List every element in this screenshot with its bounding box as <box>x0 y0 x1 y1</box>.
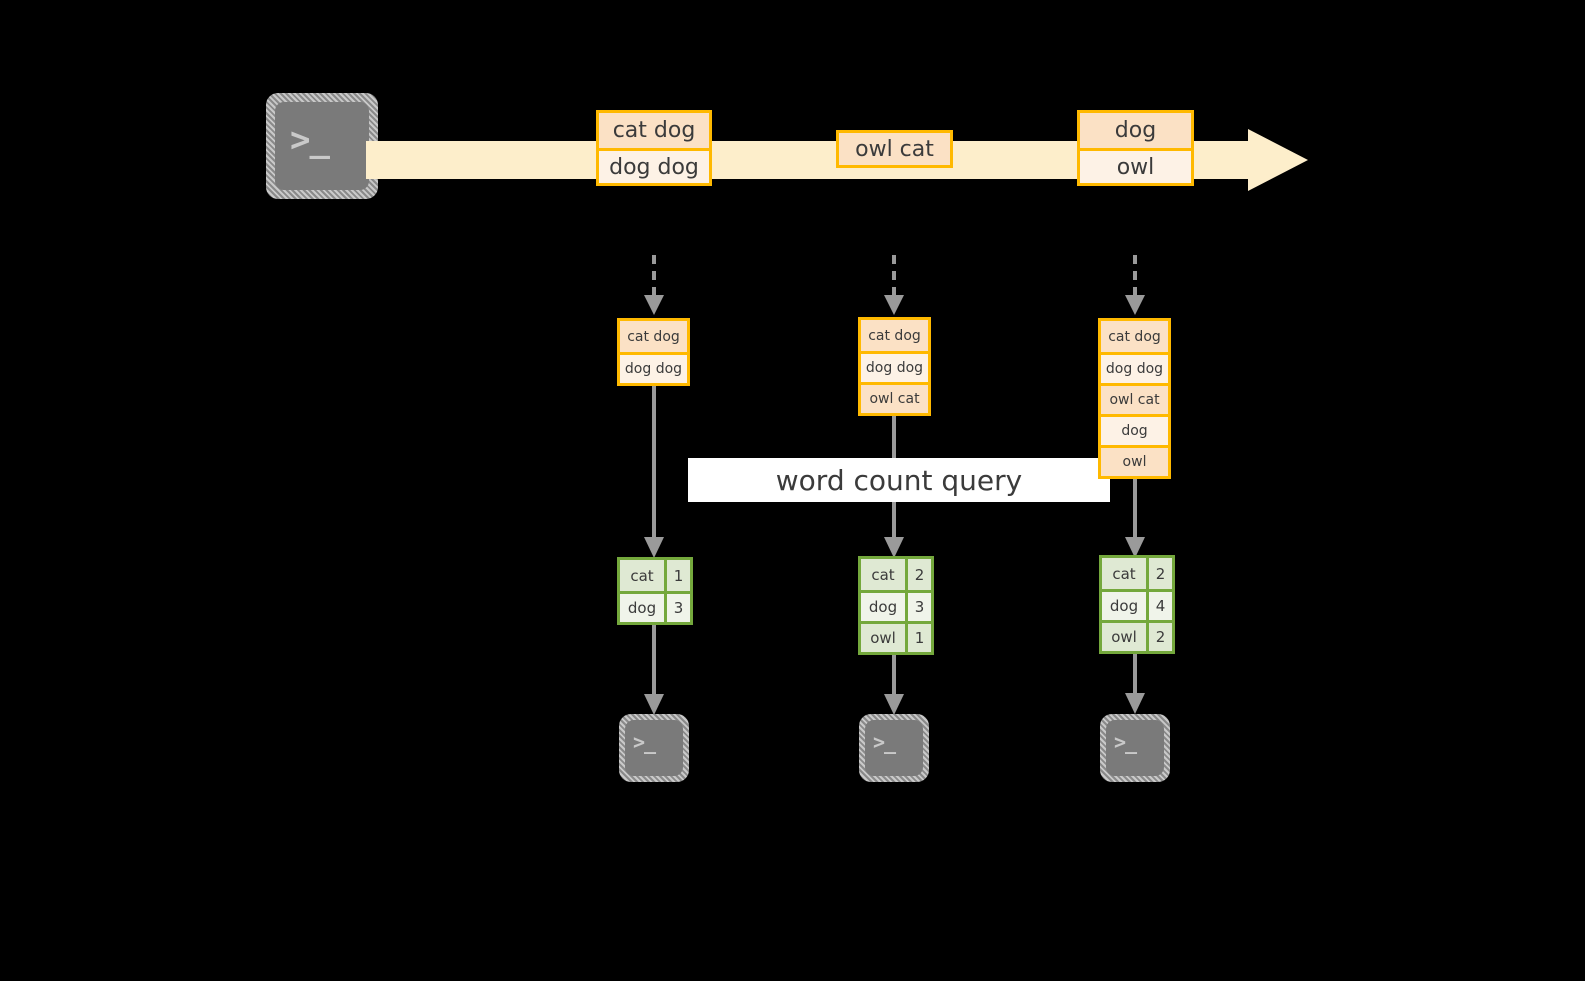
snapshot-row: owl <box>1101 445 1168 476</box>
stream-group-3: dog owl <box>1077 110 1194 186</box>
snapshot-3-table: cat dog dog dog owl cat dog owl <box>1098 318 1171 479</box>
result-word: cat <box>861 559 905 590</box>
connector-snapshot-1-to-result-1 <box>640 385 668 560</box>
result-count: 2 <box>1146 623 1172 651</box>
result-1-table: cat 1 dog 3 <box>617 557 693 625</box>
stream-record: owl cat <box>839 133 950 165</box>
source-terminal-icon: >_ <box>266 93 378 199</box>
table-row: dog 3 <box>861 590 931 621</box>
table-row: owl 2 <box>1102 620 1172 651</box>
stream-group-1: cat dog dog dog <box>596 110 712 186</box>
terminal-prompt-glyph: >_ <box>290 120 330 160</box>
snapshot-row: owl cat <box>1101 383 1168 414</box>
table-row: cat 1 <box>620 560 690 591</box>
result-count: 1 <box>905 624 931 652</box>
result-word: dog <box>1102 592 1146 620</box>
terminal-face <box>1106 720 1164 776</box>
terminal-prompt-glyph: >_ <box>633 730 656 754</box>
table-row: cat 2 <box>1102 558 1172 589</box>
snapshot-row: cat dog <box>861 320 928 351</box>
result-word: owl <box>861 624 905 652</box>
result-count: 1 <box>664 560 690 591</box>
snapshot-row: dog dog <box>620 352 687 383</box>
stream-record: cat dog <box>599 113 709 148</box>
result-2-table: cat 2 dog 3 owl 1 <box>858 556 934 655</box>
connector-snapshot-3-to-result-3 <box>1121 478 1149 560</box>
table-row: dog 4 <box>1102 589 1172 620</box>
query-banner: word count query <box>688 458 1110 502</box>
result-word: cat <box>620 560 664 591</box>
result-3-table: cat 2 dog 4 owl 2 <box>1099 555 1175 654</box>
connector-result-1-to-sink-1 <box>640 625 668 717</box>
result-count: 3 <box>664 594 690 622</box>
result-count: 2 <box>1146 558 1172 589</box>
result-word: cat <box>1102 558 1146 589</box>
connector-stream-to-snapshot-3 <box>1121 255 1149 317</box>
stream-record: owl <box>1080 148 1191 183</box>
snapshot-row: cat dog <box>1101 321 1168 352</box>
result-count: 2 <box>905 559 931 590</box>
snapshot-row: dog dog <box>1101 352 1168 383</box>
table-row: cat 2 <box>861 559 931 590</box>
snapshot-row: cat dog <box>620 321 687 352</box>
terminal-face <box>625 720 683 776</box>
terminal-prompt-glyph: >_ <box>873 730 896 754</box>
sink-3-terminal-icon: >_ <box>1100 714 1170 782</box>
stream-group-2: owl cat <box>836 130 953 168</box>
table-row: owl 1 <box>861 621 931 652</box>
connector-result-3-to-sink-3 <box>1121 654 1149 716</box>
connector-result-2-to-sink-2 <box>880 655 908 717</box>
terminal-face <box>865 720 923 776</box>
result-count: 4 <box>1146 592 1172 620</box>
connector-stream-to-snapshot-1 <box>640 255 668 317</box>
snapshot-row: dog dog <box>861 351 928 382</box>
terminal-prompt-glyph: >_ <box>1114 730 1137 754</box>
sink-2-terminal-icon: >_ <box>859 714 929 782</box>
terminal-face <box>275 102 369 190</box>
result-word: dog <box>620 594 664 622</box>
result-word: dog <box>861 593 905 621</box>
table-row: dog 3 <box>620 591 690 622</box>
connector-stream-to-snapshot-2 <box>880 255 908 317</box>
query-banner-label: word count query <box>775 463 1023 497</box>
snapshot-2-table: cat dog dog dog owl cat <box>858 317 931 416</box>
stream-record: dog <box>1080 113 1191 148</box>
snapshot-row: owl cat <box>861 382 928 413</box>
sink-1-terminal-icon: >_ <box>619 714 689 782</box>
result-word: owl <box>1102 623 1146 651</box>
snapshot-1-table: cat dog dog dog <box>617 318 690 386</box>
snapshot-row: dog <box>1101 414 1168 445</box>
stream-record: dog dog <box>599 148 709 183</box>
result-count: 3 <box>905 593 931 621</box>
